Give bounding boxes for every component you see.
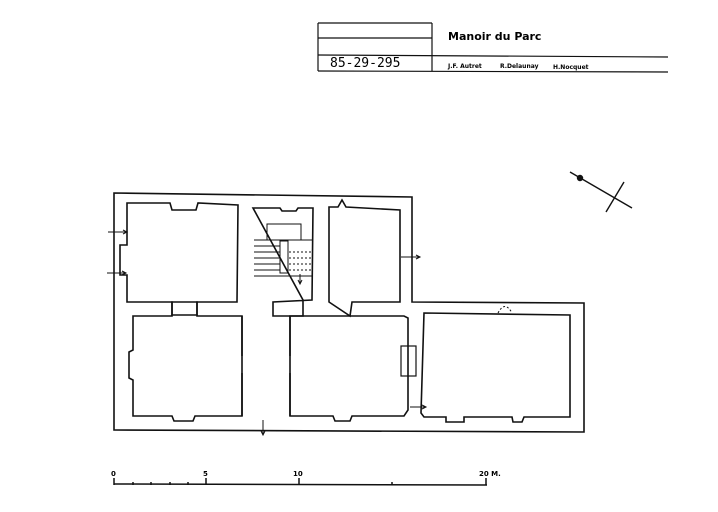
room-bottom-right: [289, 315, 409, 422]
title-block: [317, 22, 669, 73]
dashed-arch: [497, 306, 513, 314]
building-plan: [107, 192, 585, 437]
staircase: [254, 223, 313, 277]
cupboard: [400, 345, 417, 377]
room-bottom-left: [128, 301, 243, 422]
room-top-left: [119, 202, 239, 316]
annex-room: [420, 312, 571, 423]
room-top-right: [328, 198, 401, 318]
scale-label-10: 10: [293, 470, 303, 478]
north-arrow-icon: [569, 171, 633, 213]
outer-wall: [113, 192, 585, 433]
reference-number: 85-29-295: [330, 56, 400, 71]
stair-hall: [251, 207, 314, 317]
author-1: J.F. Autret: [447, 63, 482, 70]
author-3: H.Nocquet: [553, 64, 589, 71]
scale-bar: [113, 478, 488, 486]
author-2: R.Delaunay: [500, 63, 539, 70]
scale-label-20: 20 M.: [479, 470, 501, 478]
plan-title: Manoir du Parc: [448, 30, 541, 43]
scale-label-5: 5: [203, 470, 208, 478]
entrance-arrows: [107, 229, 428, 437]
scale-label-0: 0: [111, 470, 116, 478]
